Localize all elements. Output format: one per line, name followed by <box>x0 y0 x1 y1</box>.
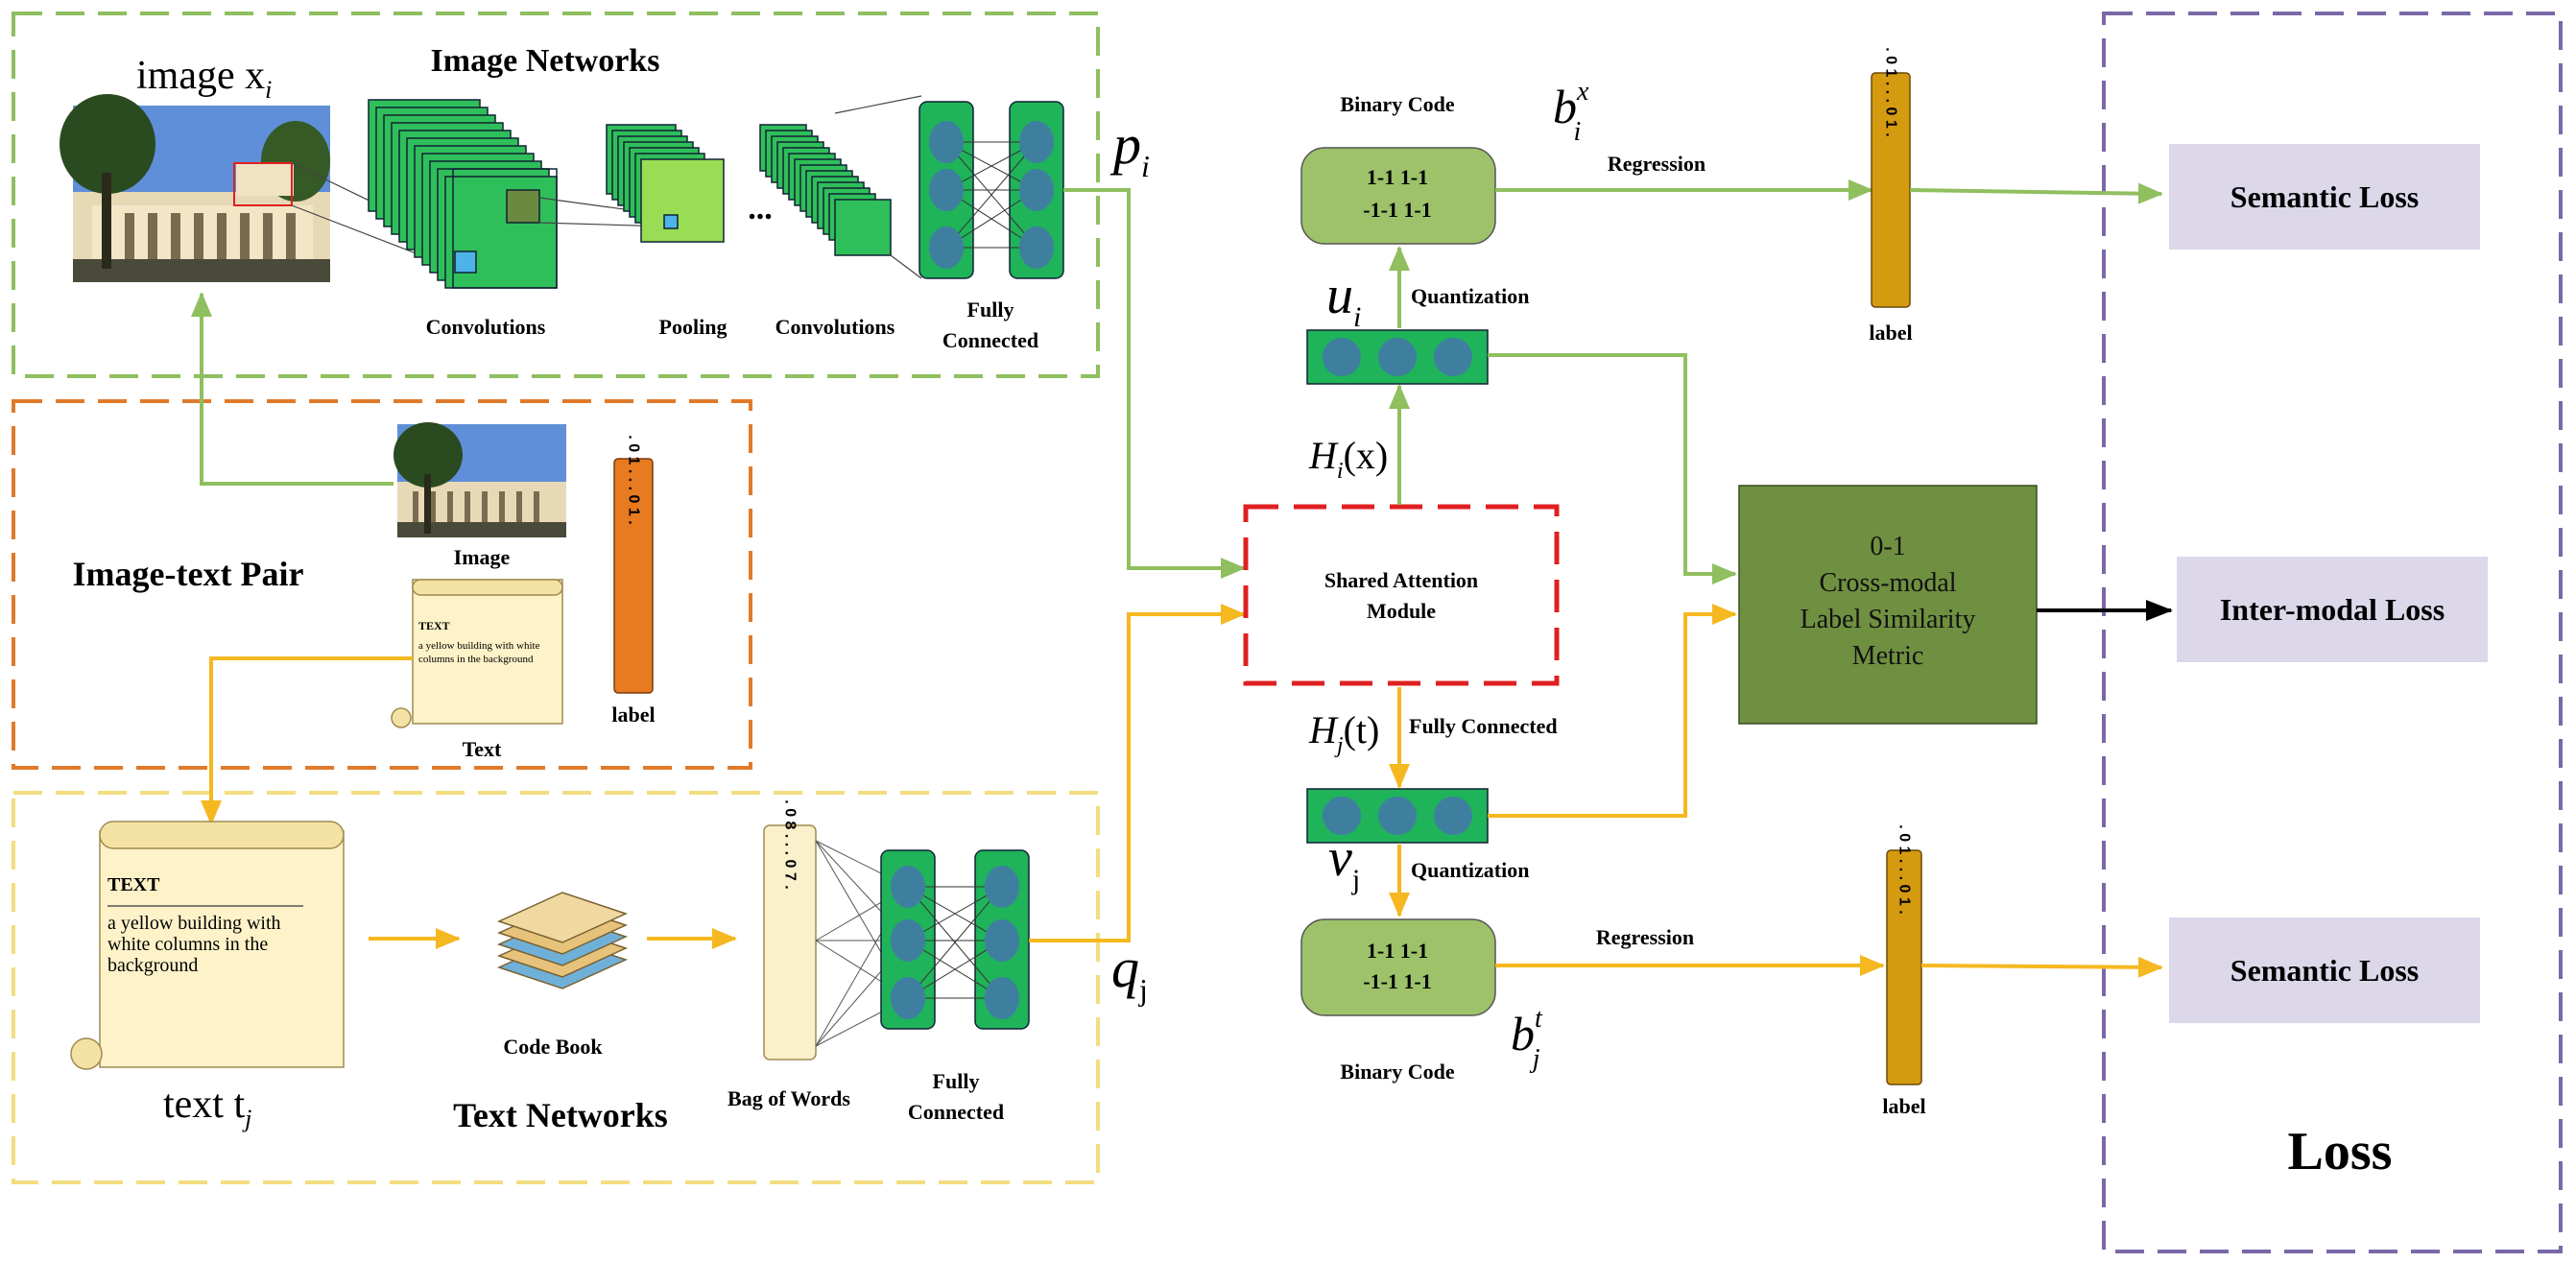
quantization-bottom-label: Quantization <box>1411 858 1529 882</box>
metric-line-2: Cross-modal <box>1819 568 1956 598</box>
h-i-x-label: Hi(x) <box>1308 434 1388 484</box>
pair-label-caption: label <box>611 703 655 727</box>
binary-bottom-line-1: 1-1 1-1 <box>1367 939 1428 963</box>
text-input-label: text tj <box>163 1083 251 1132</box>
v-j-label: vj <box>1328 828 1360 895</box>
top-label-strip: . 0 1 . . . 0 1 . <box>1871 47 1911 308</box>
conv-stack-2 <box>759 124 892 256</box>
shared-attention-label-1: Shared Attention <box>1324 568 1478 592</box>
convolutions-1-label: Convolutions <box>426 315 546 339</box>
semantic-loss-bottom-box <box>2169 917 2480 1023</box>
pair-text-caption: Text <box>463 737 502 761</box>
metric-line-3: Label Similarity <box>1801 605 1976 634</box>
semantic-loss-top-box <box>2169 144 2480 250</box>
bag-of-words-strip: . 0 8 . . . 0 7 . <box>763 799 817 1060</box>
conv-stack-1 <box>368 99 558 289</box>
p-i-to-shared-attention-arrow <box>1063 188 1246 579</box>
bag-of-words-label: Bag of Words <box>727 1086 850 1110</box>
pair-title: Image-text Pair <box>73 555 304 593</box>
label-similarity-metric-box <box>1738 485 2038 725</box>
inter-modal-loss-box <box>2177 557 2488 662</box>
p-i-label: pi <box>1109 113 1150 183</box>
pooling-label: Pooling <box>659 315 727 339</box>
pair-image-to-image-networks-arrow <box>191 292 394 486</box>
top-label-to-semantic-loss-arrow <box>1909 182 2163 204</box>
svg-text:background: background <box>107 955 198 976</box>
top-label-caption: label <box>1869 321 1912 345</box>
binary-bottom-title: Binary Code <box>1340 1060 1454 1084</box>
image-fc-label-1: Fully <box>967 298 1014 322</box>
metric-line-4: Metric <box>1852 641 1924 671</box>
convolutions-2-label: Convolutions <box>775 315 895 339</box>
q-j-label: qj <box>1111 937 1148 1007</box>
svg-text:columns in the background: columns in the background <box>418 654 534 665</box>
pooling-stack <box>606 124 725 243</box>
v-to-metric-arrow <box>1488 604 1737 818</box>
binary-code-top <box>1300 147 1496 245</box>
svg-text:. 0 1 . . . 0 1 .: . 0 1 . . . 0 1 . <box>626 435 642 524</box>
u-i-label: ui <box>1326 266 1361 333</box>
codebook-icon <box>496 892 629 989</box>
text-fc-layers <box>880 849 1030 1030</box>
svg-text:. 0 1 . . . 0 1 .: . 0 1 . . . 0 1 . <box>1883 47 1899 136</box>
svg-text:TEXT: TEXT <box>107 874 160 895</box>
pair-label-strip: . 0 1 . . . 0 1 . <box>613 435 654 694</box>
u-i-vector <box>1306 329 1489 385</box>
text-scroll: TEXT a yellow building with white column… <box>70 821 345 1070</box>
inter-modal-loss-label: Inter-modal Loss <box>2220 592 2445 627</box>
pair-image-caption: Image <box>454 545 511 569</box>
svg-text:a yellow building with white: a yellow building with white <box>418 640 540 652</box>
image-input-label: image xi <box>136 54 272 104</box>
conv2-to-fc-line-2 <box>890 254 922 279</box>
semantic-loss-bottom-label: Semantic Loss <box>2230 953 2419 988</box>
pair-text-scroll: TEXT a yellow building with white column… <box>391 579 563 728</box>
image-networks-title: Image Networks <box>431 43 660 79</box>
metric-line-1: 0-1 <box>1870 532 1905 561</box>
v-j-vector <box>1306 788 1489 844</box>
text-fc-label-2: Connected <box>908 1100 1004 1124</box>
svg-text:. 0 1 . . . 0 1 .: . 0 1 . . . 0 1 . <box>1896 824 1913 914</box>
h-j-t-label: Hj(t) <box>1308 708 1379 758</box>
text-networks-title: Text Networks <box>453 1096 668 1134</box>
q-j-to-shared-attention-arrow <box>1029 604 1246 942</box>
binary-top-title: Binary Code <box>1340 92 1454 116</box>
svg-text:white columns in the: white columns in the <box>107 934 268 955</box>
pair-text-to-text-networks-arrow <box>201 656 413 825</box>
fully-connected-center-label: Fully Connected <box>1409 714 1558 738</box>
loss-title: Loss <box>2288 1122 2393 1181</box>
svg-text:TEXT: TEXT <box>418 619 450 632</box>
u-to-metric-arrow <box>1488 353 1737 584</box>
loss-frame <box>2102 12 2563 1253</box>
bottom-label-strip: . 0 1 . . . 0 1 . <box>1886 824 1922 1085</box>
codebook-label: Code Book <box>503 1035 603 1059</box>
quantization-top-label: Quantization <box>1411 284 1529 308</box>
bottom-label-to-semantic-loss-arrow <box>1920 956 2163 978</box>
text-networks-frame <box>12 791 1100 1184</box>
regression-top-label: Regression <box>1608 152 1705 176</box>
shared-attention-label-2: Module <box>1367 599 1436 623</box>
binary-code-bottom <box>1300 918 1496 1016</box>
shared-attention-module <box>1243 504 1560 686</box>
ellipsis: ... <box>748 191 773 226</box>
svg-text:a yellow building with: a yellow building with <box>107 913 281 934</box>
pair-photo <box>394 422 566 537</box>
binary-bottom-line-2: -1-1 1-1 <box>1363 969 1431 993</box>
binary-top-line-1: 1-1 1-1 <box>1367 165 1428 189</box>
text-fc-label-1: Fully <box>933 1069 980 1093</box>
regression-bottom-label: Regression <box>1596 925 1694 949</box>
image-fc-label-2: Connected <box>942 328 1038 352</box>
conv2-to-fc-line-1 <box>834 95 922 114</box>
building-photo <box>60 94 330 282</box>
semantic-loss-top-label: Semantic Loss <box>2230 179 2419 214</box>
bottom-label-caption: label <box>1882 1094 1925 1118</box>
binary-top-line-2: -1-1 1-1 <box>1363 198 1431 222</box>
image-networks-frame <box>12 12 1100 378</box>
svg-text:. 0 8 . . . 0 7 .: . 0 8 . . . 0 7 . <box>782 799 799 889</box>
image-fc-layers <box>918 101 1064 279</box>
